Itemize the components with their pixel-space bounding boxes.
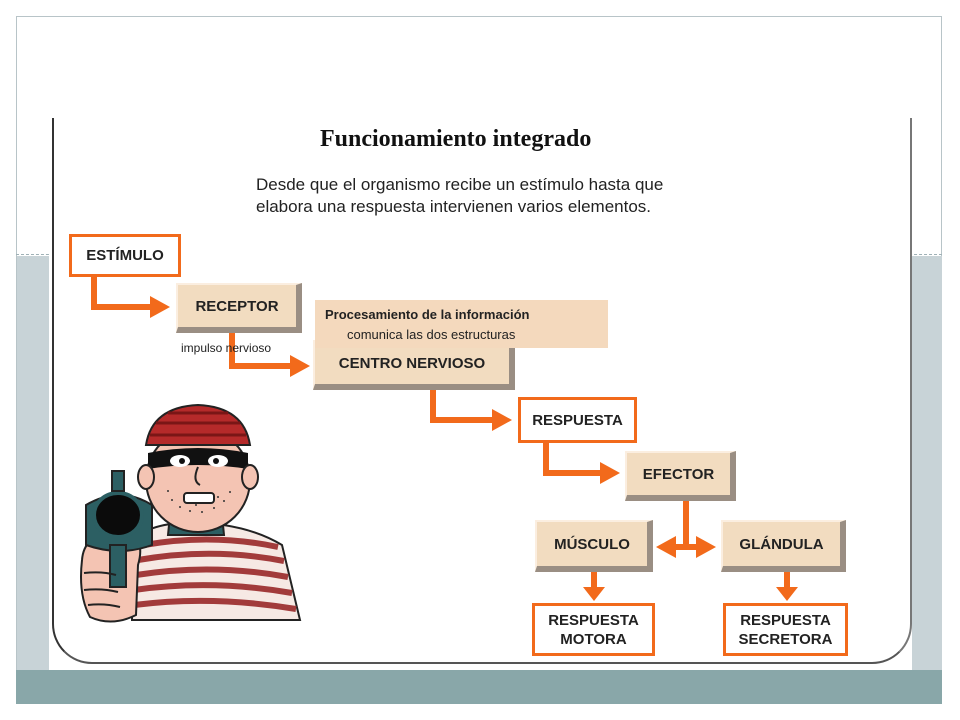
arrowhead-motora [583, 587, 605, 601]
node-efector: EFECTOR [625, 451, 736, 501]
node-respuesta: RESPUESTA [518, 397, 637, 443]
beanie-ribs [150, 411, 246, 437]
arrowhead-glandula [696, 536, 716, 558]
robber-illustration [80, 403, 302, 623]
robber-beanie [144, 403, 252, 446]
arrow-estimulo-receptor [91, 276, 150, 310]
diagram-title: Funcionamiento integrado [320, 126, 592, 152]
node-musculo: MÚSCULO [535, 520, 653, 572]
arrowhead-secretora [776, 587, 798, 601]
processing-note: Procesamiento de la información comunica… [315, 300, 608, 348]
respuesta-motora-line-1: RESPUESTA [548, 611, 639, 629]
diagram-border [52, 118, 912, 664]
arrow-respuesta-efector [543, 443, 600, 476]
slide-side-band-right [912, 256, 942, 670]
arrow-receptor-centro [229, 333, 290, 369]
stubble [167, 490, 231, 513]
robber-ear-left [137, 464, 155, 490]
robber-nose [194, 466, 201, 486]
node-estimulo: ESTÍMULO [69, 234, 181, 277]
node-respuesta-secretora: RESPUESTA SECRETORA [723, 603, 848, 656]
intro-line-2: elabora una respuesta intervienen varios… [256, 197, 652, 216]
arrowhead-efector [600, 462, 620, 484]
node-centro-nervioso: CENTRO NERVIOSO [313, 340, 515, 390]
gun-sight [111, 470, 125, 492]
gun-barrel [92, 491, 144, 539]
robber-fingers [83, 571, 121, 608]
shirt-stripes [133, 536, 297, 612]
arrowhead-musculo [656, 536, 676, 558]
impulse-label: impulso nervioso [181, 341, 272, 355]
respuesta-secretora-line-1: RESPUESTA [740, 611, 831, 629]
node-receptor: RECEPTOR [176, 283, 302, 333]
node-glandula: GLÁNDULA [721, 520, 846, 572]
node-respuesta-motora: RESPUESTA MOTORA [532, 603, 655, 656]
arrow-centro-respuesta [430, 390, 492, 423]
arrowhead-respuesta [492, 409, 512, 431]
note-line-2: comunica las dos estructuras [347, 327, 516, 342]
gun-grip [109, 544, 127, 588]
arrowhead-receptor [150, 296, 170, 318]
respuesta-secretora-line-2: SECRETORA [738, 630, 833, 648]
arrowhead-centro [290, 355, 310, 377]
slide-side-band-left [17, 256, 49, 670]
intro-line-1: Desde que el organismo recibe un estímul… [256, 175, 664, 194]
note-line-1: Procesamiento de la información [325, 307, 530, 322]
robber-ear-right [241, 464, 259, 490]
intro-text: Desde que el organismo recibe un estímul… [256, 174, 776, 218]
slide-footer-bar [16, 670, 942, 704]
robber-teeth [183, 492, 215, 504]
respuesta-motora-line-2: MOTORA [560, 630, 627, 648]
